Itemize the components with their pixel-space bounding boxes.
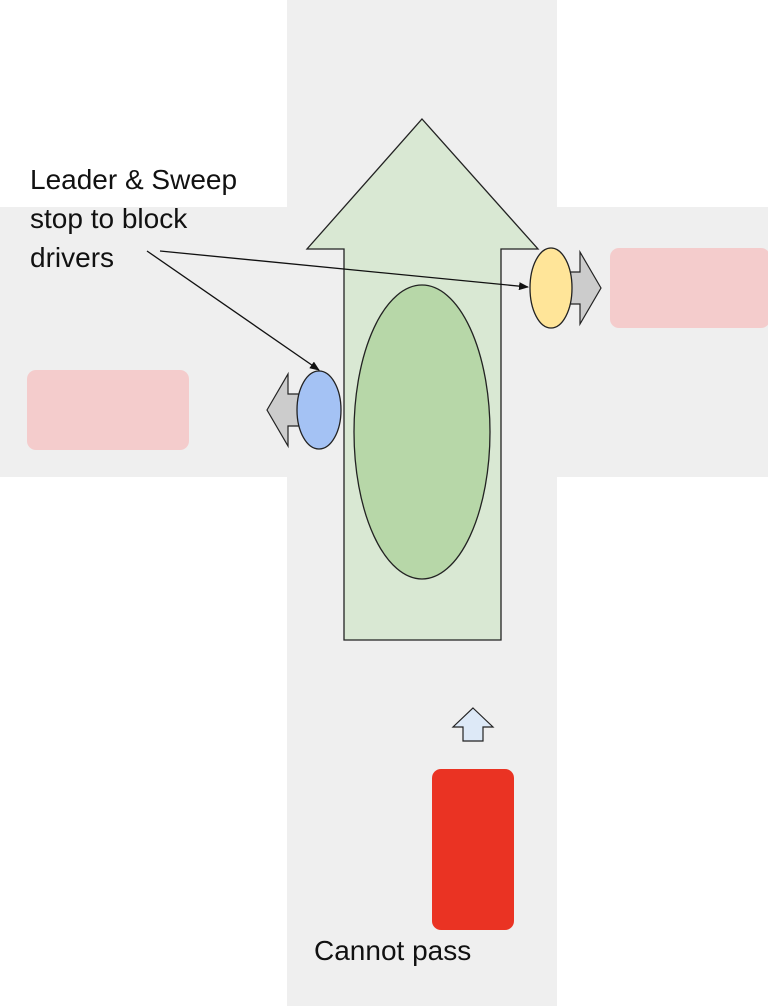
waiting-car-left	[27, 370, 189, 450]
waiting-car-right	[610, 248, 768, 328]
annotation-text: Leader & Sweep stop to block drivers	[30, 164, 245, 273]
annotation-line-3: drivers	[30, 242, 114, 273]
annotation-pointer-to-leader	[146, 250, 320, 371]
small-up-arrow	[451, 707, 495, 742]
blocked-car	[432, 769, 514, 930]
annotation-line-2: stop to block	[30, 203, 188, 234]
annotation-pointer-to-sweep	[159, 250, 529, 291]
riding-group	[353, 284, 491, 580]
cannot-pass-caption: Cannot pass	[314, 935, 471, 966]
annotation-line-1: Leader & Sweep	[30, 164, 237, 195]
leader-marker	[296, 370, 342, 450]
sweep-marker	[529, 247, 573, 329]
